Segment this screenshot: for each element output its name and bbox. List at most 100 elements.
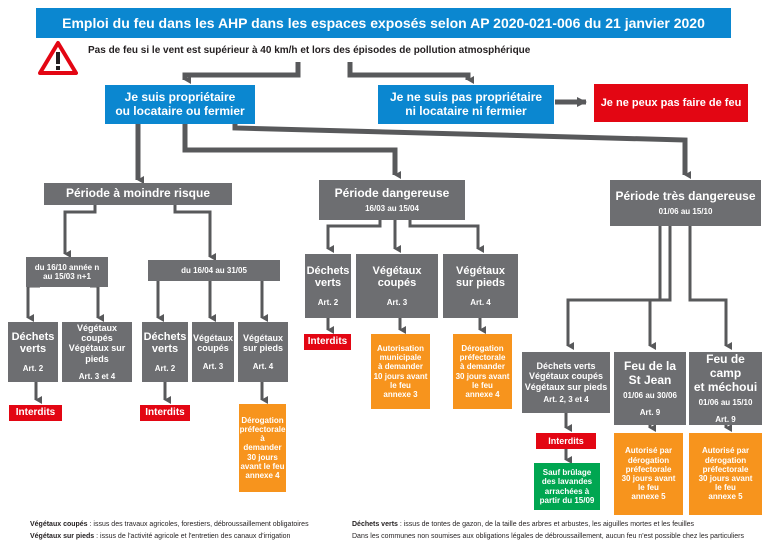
derog2-l5: annexe 4 bbox=[465, 389, 500, 399]
camp-art: Art. 9 bbox=[715, 414, 736, 424]
stjean-l2: St Jean bbox=[628, 372, 672, 387]
dv1-l2: verts bbox=[19, 343, 47, 356]
note-communes-text: Dans les communes non soumises aux oblig… bbox=[352, 533, 744, 540]
sauf-brulage-lavandes[interactable]: Sauf brûlage des lavandes arrachées à pa… bbox=[534, 463, 600, 510]
box-dechets-verts-1[interactable]: Déchets verts Art. 2 bbox=[8, 322, 58, 382]
interdits-3[interactable]: Interdits bbox=[304, 334, 351, 350]
dv1-l1: Déchets bbox=[11, 330, 55, 343]
vc1-art: Art. 3 et 4 bbox=[78, 372, 116, 382]
all4-l2: Végétaux coupés bbox=[528, 371, 604, 382]
derog2-l3: 30 jours avant bbox=[455, 371, 510, 381]
autor-l2: à demander bbox=[378, 362, 423, 372]
apj-l2: préfectorale bbox=[625, 464, 672, 474]
vp3-l1: Végétaux bbox=[456, 264, 505, 277]
sauf-l1: des lavandes bbox=[541, 477, 593, 487]
box-feu-de-camp[interactable]: Feu de camp et méchoui 01/06 au 15/10 Ar… bbox=[689, 352, 762, 425]
interdits-3-text: Interdits bbox=[307, 336, 348, 348]
autor-l5: annexe 3 bbox=[383, 389, 418, 399]
apc-l0: Autorisé par bbox=[701, 446, 750, 456]
interdits-1[interactable]: Interdits bbox=[9, 405, 62, 421]
apc-l2: préfectorale bbox=[702, 464, 749, 474]
derog1-l2: à bbox=[260, 434, 265, 444]
autorise-derogation-camp[interactable]: Autorisé par dérogation préfectorale 30 … bbox=[689, 433, 762, 515]
box-vegetaux-pieds-2[interactable]: Végétaux sur pieds Art. 4 bbox=[238, 322, 288, 382]
derog2-l2: à demander bbox=[460, 362, 505, 372]
box-feu-st-jean[interactable]: Feu de la St Jean 01/06 au 30/06 Art. 9 bbox=[614, 352, 686, 425]
title-text: Emploi du feu dans les AHP dans les espa… bbox=[62, 14, 705, 31]
period-dangerous[interactable]: Période dangereuse 16/03 au 15/04 bbox=[319, 180, 465, 220]
camp-l1: Feu de camp bbox=[706, 352, 745, 380]
box-all-vegetaux-4[interactable]: Déchets verts Végétaux coupés Végétaux s… bbox=[522, 352, 610, 413]
derog2-l1: préfectorale bbox=[459, 353, 506, 363]
note-dv-term: Déchets verts bbox=[352, 521, 398, 528]
derog2-l0: Dérogation bbox=[461, 343, 504, 353]
owner-box[interactable]: Je suis propriétaire ou locataire ou fer… bbox=[105, 85, 255, 124]
box-dechets-verts-2[interactable]: Déchets verts Art. 2 bbox=[142, 322, 188, 382]
warning-triangle-icon bbox=[38, 40, 78, 76]
derog1-l5: avant le feu bbox=[240, 461, 285, 471]
note-communes: Dans les communes non soumises aux oblig… bbox=[352, 533, 744, 540]
note-dv-def: : issus de tontes de gazon, de la taille… bbox=[397, 521, 695, 528]
period-low-risk[interactable]: Période à moindre risque bbox=[44, 183, 232, 205]
period-very-label: Période très dangereuse bbox=[615, 189, 756, 203]
subperiod-winter[interactable]: du 16/10 année n au 15/03 n+1 bbox=[26, 257, 108, 287]
note-vc-term: Végétaux coupés bbox=[30, 521, 88, 528]
non-owner-box[interactable]: Je ne suis pas propriétaire ni locataire… bbox=[378, 85, 554, 124]
vp3-art: Art. 4 bbox=[470, 298, 491, 308]
vp2-l2: sur pieds bbox=[242, 343, 283, 354]
camp-l2: et méchoui bbox=[693, 379, 758, 394]
derogation-prefectorale-1[interactable]: Dérogation préfectorale à demander 30 jo… bbox=[239, 404, 286, 492]
autor-l4: le feu bbox=[390, 380, 411, 390]
interdits-2[interactable]: Interdits bbox=[140, 405, 190, 421]
apj-l3: 30 jours avant bbox=[621, 474, 676, 483]
box-vegetaux-coupes-2[interactable]: Végétaux coupés Art. 3 bbox=[192, 322, 234, 382]
apc-l4: le feu bbox=[715, 483, 736, 493]
box-dechets-verts-3[interactable]: Déchets verts Art. 2 bbox=[305, 254, 351, 318]
all4-art: Art. 2, 3 et 4 bbox=[543, 394, 589, 404]
all4-l3: Végétaux sur pieds bbox=[524, 381, 608, 392]
owner-line2: ou locataire ou fermier bbox=[115, 103, 245, 118]
sauf-l3: partir du 15/09 bbox=[539, 495, 595, 505]
apj-l5: annexe 5 bbox=[631, 492, 666, 502]
interdits-1-text: Interdits bbox=[15, 407, 56, 419]
box-vegetaux-coupes-3[interactable]: Végétaux coupés Art. 3 bbox=[356, 254, 438, 318]
apc-l5: annexe 5 bbox=[708, 492, 743, 502]
dv2-art: Art. 2 bbox=[154, 364, 176, 374]
derog1-l1: préfectorale bbox=[239, 425, 286, 435]
stjean-dates: 01/06 au 30/06 bbox=[623, 390, 677, 400]
apj-l1: dérogation bbox=[627, 455, 670, 465]
dv1-art: Art. 2 bbox=[22, 364, 44, 374]
owner-line1: Je suis propriétaire bbox=[124, 89, 236, 104]
dv2-l2: verts bbox=[151, 343, 179, 356]
derog1-l3: demander bbox=[243, 443, 282, 453]
box-vegetaux-pieds-3[interactable]: Végétaux sur pieds Art. 4 bbox=[443, 254, 518, 318]
period-very-dangerous[interactable]: Période très dangereuse 01/06 au 15/10 bbox=[610, 180, 761, 226]
interdits-4[interactable]: Interdits bbox=[536, 433, 596, 449]
non-owner-line2: ni locataire ni fermier bbox=[405, 103, 527, 118]
vc1-l2: Végétaux sur pieds bbox=[68, 343, 126, 364]
subperiod-winter-line2: au 15/03 n+1 bbox=[43, 272, 91, 281]
interdits-4-text: Interdits bbox=[548, 435, 584, 446]
dv3-l2: verts bbox=[314, 277, 342, 290]
subperiod-winter-line1: du 16/10 année n bbox=[34, 262, 100, 272]
vp2-art: Art. 4 bbox=[252, 361, 274, 371]
period-very-dates: 01/06 au 15/10 bbox=[658, 206, 713, 216]
derogation-prefectorale-2[interactable]: Dérogation préfectorale à demander 30 jo… bbox=[453, 334, 512, 409]
no-fire-text: Je ne peux pas faire de feu bbox=[600, 96, 742, 109]
interdits-2-text: Interdits bbox=[145, 407, 185, 419]
autorise-derogation-st-jean[interactable]: Autorisé par dérogation préfectorale 30 … bbox=[614, 433, 683, 515]
note-dechets-verts: Déchets verts : issus de tontes de gazon… bbox=[352, 521, 694, 528]
vp3-l2: sur pieds bbox=[456, 277, 505, 290]
derog1-l6: annexe 4 bbox=[245, 470, 280, 480]
apj-l4: le feu bbox=[638, 483, 659, 493]
vc2-art: Art. 3 bbox=[202, 361, 224, 371]
subperiod-spring[interactable]: du 16/04 au 31/05 bbox=[148, 260, 280, 281]
derog1-l0: Dérogation bbox=[241, 415, 284, 425]
vc3-l1: Végétaux bbox=[372, 264, 422, 277]
stjean-art: Art. 9 bbox=[639, 407, 661, 417]
non-owner-line1: Je ne suis pas propriétaire bbox=[389, 89, 543, 104]
box-vegetaux-1[interactable]: Végétaux coupés Végétaux sur pieds Art. … bbox=[62, 322, 132, 382]
autorisation-municipale[interactable]: Autorisation municipale à demander 10 jo… bbox=[371, 334, 430, 409]
vc1-l1: Végétaux coupés bbox=[76, 322, 118, 344]
no-fire-box[interactable]: Je ne peux pas faire de feu bbox=[594, 84, 748, 122]
